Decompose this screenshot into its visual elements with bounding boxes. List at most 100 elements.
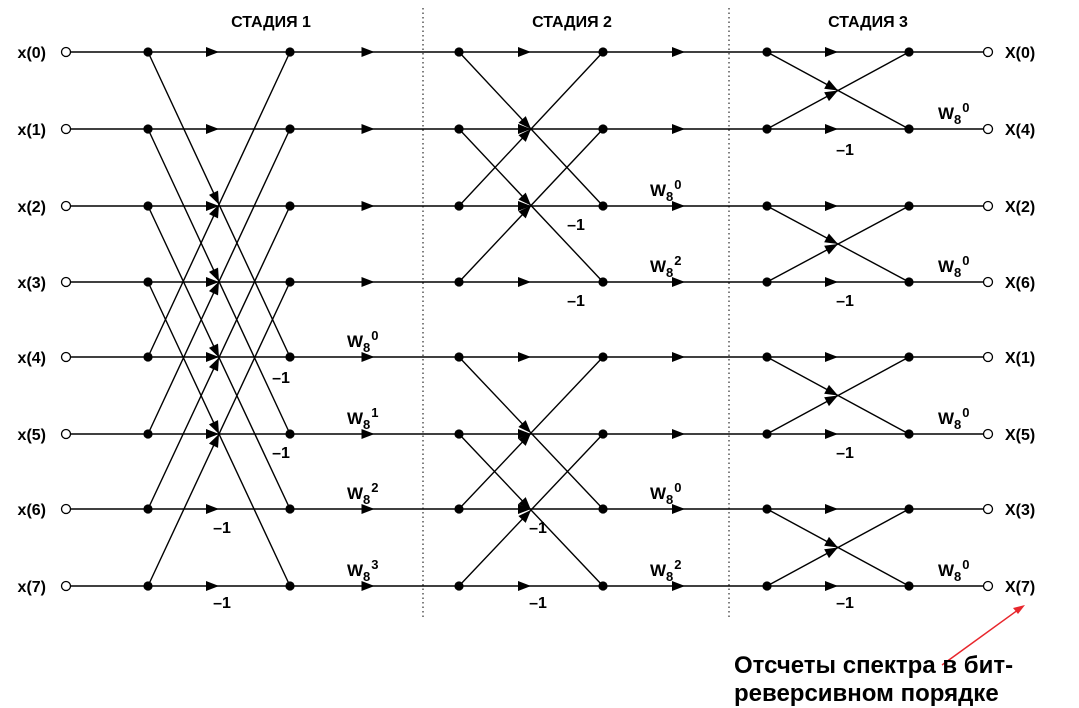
stage-1-output-node-7	[285, 581, 295, 591]
stage-3-output-node-4	[904, 352, 914, 362]
stage-3-cross-1-to-0-arrowhead	[824, 90, 838, 102]
stage-1-cross-3-to-7-arrowhead	[208, 420, 219, 434]
stage-2-input-node-0	[454, 47, 464, 57]
link-1-2-row-5-arrowhead	[361, 429, 375, 439]
link-1-2-row-4-arrowhead	[361, 352, 375, 362]
stage-1-input-node-2	[143, 201, 153, 211]
input-label-6: x(6)	[18, 502, 46, 519]
stage-2-input-node-1	[454, 124, 464, 134]
stage-2-input-node-2	[454, 201, 464, 211]
stage-2-straight-7-arrowhead	[518, 581, 531, 591]
stage-1-straight-3-arrowhead	[206, 277, 219, 287]
output-label-2: X(2)	[1005, 199, 1035, 216]
input-label-2: x(2)	[18, 199, 46, 216]
stage-2-output-node-6	[598, 504, 608, 514]
stage-3-straight-0-arrowhead	[825, 47, 838, 57]
stage-2-straight-2-arrowhead	[518, 201, 531, 211]
stage-3-output-node-1	[904, 124, 914, 134]
minus-one-label-1: –1	[213, 520, 231, 537]
stage-1-output-node-1	[285, 124, 295, 134]
output-terminal-5	[982, 428, 994, 440]
stage-1-straight-6-arrowhead	[206, 504, 219, 514]
input-label-0: x(0)	[18, 45, 46, 62]
stage-1-straight-0-arrowhead	[206, 47, 219, 57]
link-2-3-row-7-arrowhead	[672, 581, 685, 591]
link-1-2-row-3-arrowhead	[361, 277, 375, 287]
stage-3-straight-4-arrowhead	[825, 352, 838, 362]
output-label-1: X(4)	[1005, 122, 1035, 139]
stage-2-cross-4-to-6-arrowhead	[518, 420, 531, 433]
stage-1-output-node-2	[285, 201, 295, 211]
output-terminal-1	[982, 123, 994, 135]
link-2-3-row-1-arrowhead	[672, 124, 685, 134]
note-line-1: Отсчеты спектра в бит-	[734, 652, 1013, 679]
stage-2-cross-6-to-4-arrowhead	[518, 433, 531, 446]
stage-1-straight-5-arrowhead	[206, 429, 219, 439]
stage-3-cross-7-to-6-arrowhead	[824, 547, 838, 559]
stage-1-cross-2-to-6-arrowhead	[208, 343, 219, 358]
output-label-3: X(6)	[1005, 275, 1035, 292]
stage-3-output-node-5	[904, 429, 914, 439]
stage-1-output-node-4	[285, 352, 295, 362]
stage-1-input-node-3	[143, 277, 153, 287]
stage-2-straight-5-arrowhead	[518, 429, 531, 439]
input-terminal-7	[60, 580, 72, 592]
stage-1-straight-2-arrowhead	[206, 201, 219, 211]
link-2-3-row-6-arrowhead	[672, 504, 685, 514]
link-1-2-row-7-arrowhead	[361, 581, 375, 591]
twiddle-stage3-row-5: W80	[938, 405, 970, 432]
stage-2-output-node-7	[598, 581, 608, 591]
input-terminal-1	[60, 123, 72, 135]
stage-3-straight-3-arrowhead	[825, 277, 838, 287]
stage-2-straight-4-arrowhead	[518, 352, 531, 362]
stage-1-straight-4-arrowhead	[206, 352, 219, 362]
stage-1-input-node-1	[143, 124, 153, 134]
stage-1-cross-6-to-2-arrowhead	[208, 357, 219, 372]
link-2-3-row-5-arrowhead	[672, 429, 685, 439]
output-terminal-7	[982, 580, 994, 592]
twiddle-stage1-row-4: W80	[347, 328, 379, 355]
output-label-5: X(5)	[1005, 427, 1035, 444]
stage-1-input-node-4	[143, 352, 153, 362]
link-2-3-row-2-arrowhead	[672, 201, 685, 211]
stage-3-cross-0-to-1-arrowhead	[824, 79, 838, 91]
twiddle-stage2-row-3: W82	[650, 253, 682, 280]
minus-one-label-0: –1	[213, 595, 231, 612]
stage-3-straight-6-arrowhead	[825, 504, 838, 514]
stage-3-straight-2-arrowhead	[825, 201, 838, 211]
input-terminal-3	[60, 276, 72, 288]
link-1-2-row-2-arrowhead	[361, 201, 375, 211]
link-2-3-row-0-arrowhead	[672, 47, 685, 57]
twiddle-stage2-row-6: W80	[650, 480, 682, 507]
twiddle-stage3-row-3: W80	[938, 253, 970, 280]
input-terminal-2	[60, 200, 72, 212]
minus-one-label-8: –1	[836, 595, 854, 612]
minus-one-label-6: –1	[567, 293, 585, 310]
stage-3-input-node-4	[762, 352, 772, 362]
stage-2-title: СТАДИЯ 2	[532, 14, 612, 31]
output-terminal-4	[982, 351, 994, 363]
stage-3-straight-1-arrowhead	[825, 124, 838, 134]
link-1-2-row-0-arrowhead	[361, 47, 375, 57]
output-terminal-3	[982, 276, 994, 288]
minus-one-label-2: –1	[272, 445, 290, 462]
output-label-0: X(0)	[1005, 45, 1035, 62]
output-terminal-6	[982, 503, 994, 515]
stage-1-output-node-0	[285, 47, 295, 57]
twiddle-stage1-row-6: W82	[347, 480, 379, 507]
stage-2-cross-1-to-3-arrowhead	[518, 192, 531, 206]
stage-1-output-node-3	[285, 277, 295, 287]
stage-3-straight-7-arrowhead	[825, 581, 838, 591]
output-label-4: X(1)	[1005, 350, 1035, 367]
stage-2-cross-5-to-7-arrowhead	[518, 497, 531, 510]
input-label-4: x(4)	[18, 350, 46, 367]
stage-2-input-node-7	[454, 581, 464, 591]
stage-1-input-node-5	[143, 429, 153, 439]
stage-3-output-node-3	[904, 277, 914, 287]
note-pointer-arrowhead	[1013, 605, 1025, 614]
input-label-7: x(7)	[18, 579, 46, 596]
minus-one-label-7: –1	[567, 217, 585, 234]
minus-one-label-11: –1	[836, 142, 854, 159]
stage-3-input-node-5	[762, 429, 772, 439]
